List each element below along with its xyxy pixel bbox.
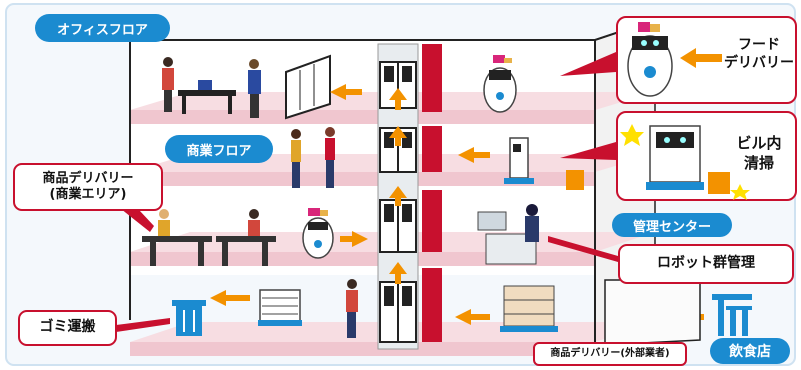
food-delivery-line1: フード [738,37,780,53]
label-building-cleaning: ビル内 清掃 [722,134,796,173]
floor-plate-4 [130,342,595,356]
product-cart-robot [500,285,558,332]
office-workers-illustration [162,57,261,118]
elevator-door-4 [379,281,417,343]
restaurant-icon [712,294,752,336]
product-delivery-commercial-line2: (商業エリア) [49,187,127,202]
delivery-robot-commercial [302,208,334,259]
red-accent-4 [422,268,442,342]
garbage-bin-icon [172,300,206,336]
red-accent-2 [422,126,442,172]
arrow-ground-left [455,309,490,325]
pointer-garbage [116,318,170,332]
label-product-delivery-external: 商品デリバリー(外部業者) [533,342,687,366]
delivery-person [346,279,358,338]
food-delivery-line2: デリバリー [724,55,794,72]
shoppers-illustration [291,127,335,188]
label-management-center: 管理センター [612,213,732,237]
label-restaurant: 飲食店 [710,338,790,364]
label-food-delivery: フード デリバリー [722,36,796,72]
elevator-up-arrows [389,88,407,284]
label-robot-fleet-management: ロボット群管理 [618,244,794,284]
floor-plate-3 [130,252,595,266]
food-delivery-robot-icon [627,22,673,97]
floor-plate-1 [130,110,595,124]
arrow-garbage-left [210,290,250,306]
pointer-robot-management [548,236,618,262]
pointer-cleaning [560,142,616,160]
building-cleaning-line1: ビル内 [736,134,782,152]
food-delivery-robot-office [483,55,517,113]
arrow-to-elevator-right [340,231,368,247]
elevator-door-1 [379,61,417,109]
pointer-food-delivery [560,52,616,76]
product-delivery-commercial-line1: 商品デリバリー [42,170,134,186]
label-commercial-floor: 商業フロア [165,135,273,163]
management-desk-illustration [477,204,539,265]
floor-plate-2 [130,172,595,186]
label-product-delivery-commercial: 商品デリバリー (商業エリア) [13,163,163,211]
red-accent-1 [422,44,442,112]
elevator-door-3 [379,199,417,253]
food-delivery-arrow [680,48,722,68]
cleaning-robot-icon [620,124,750,200]
cleaning-robot-commercial [504,137,584,190]
cafe-tables-illustration [142,209,276,266]
office-door [285,54,331,120]
building-cleaning-line2: 清掃 [743,153,774,172]
arrow-commercial-left [458,147,490,163]
red-accent-3 [422,190,442,252]
ground-annex [604,279,701,346]
label-garbage-transport: ゴミ運搬 [18,310,117,346]
label-office-floor: オフィスフロア [35,14,170,42]
arrow-office-left [330,84,362,100]
garbage-cart-robot [258,289,302,326]
